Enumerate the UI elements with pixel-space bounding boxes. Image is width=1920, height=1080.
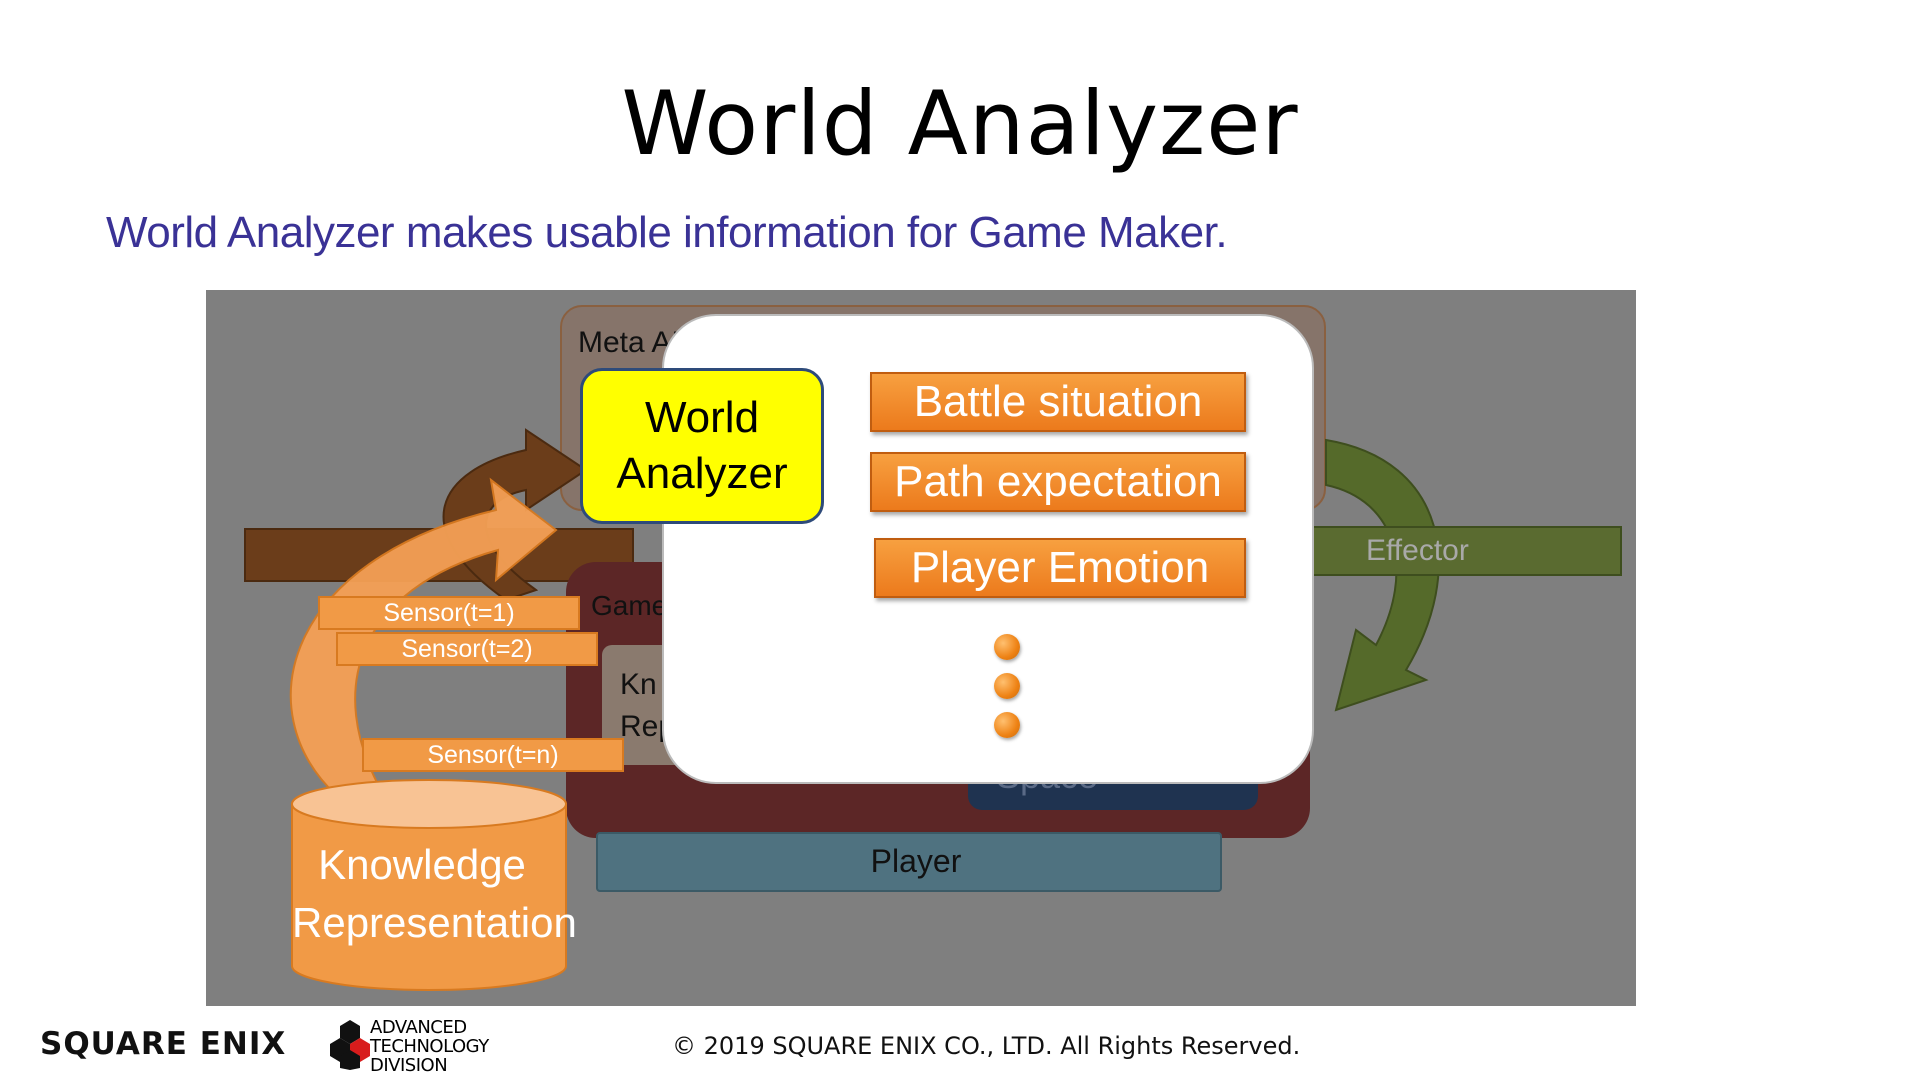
ellipsis-dot (994, 673, 1020, 699)
sensor-t1: Sensor(t=1) (318, 596, 580, 630)
copyright-text: © 2019 SQUARE ENIX CO., LTD. All Rights … (672, 1032, 1301, 1060)
world-analyzer-box: World Analyzer (580, 368, 824, 524)
knowledge-database-cylinder (291, 779, 567, 991)
effector-label: Effector (1366, 534, 1469, 567)
battle-situation-box: Battle situation (870, 372, 1246, 432)
ellipsis-dot (994, 712, 1020, 738)
ellipsis-dot (994, 634, 1020, 660)
sensor-t2: Sensor(t=2) (336, 632, 598, 666)
division-line-2: TECHNOLOGY (370, 1036, 489, 1057)
square-enix-logo: SQUARE ENIX (40, 1026, 287, 1062)
knowledge-representation-label: Knowledge Representation (292, 841, 577, 946)
player-emotion-box: Player Emotion (874, 538, 1246, 598)
game-label: Game (591, 590, 668, 621)
sensor-tn: Sensor(t=n) (362, 738, 624, 772)
player-box (596, 832, 1222, 892)
advanced-technology-division-label: ADVANCED TECHNOLOGY DIVISION (370, 1018, 489, 1075)
path-expectation-box: Path expectation (870, 452, 1246, 512)
division-line-3: DIVISION (370, 1055, 448, 1076)
cylinder-body (291, 803, 567, 991)
slide-subtitle: World Analyzer makes usable information … (106, 208, 1228, 257)
division-line-1: ADVANCED (370, 1017, 467, 1038)
player-label: Player (870, 843, 962, 879)
hexagon-logo-icon (330, 1020, 370, 1070)
slide-title: World Analyzer (621, 72, 1299, 175)
cylinder-top (291, 779, 567, 829)
green-curved-arrow (1325, 438, 1440, 712)
diagram-area: Meta AI Game Kn Rep Space Effector Playe… (206, 290, 1636, 1006)
